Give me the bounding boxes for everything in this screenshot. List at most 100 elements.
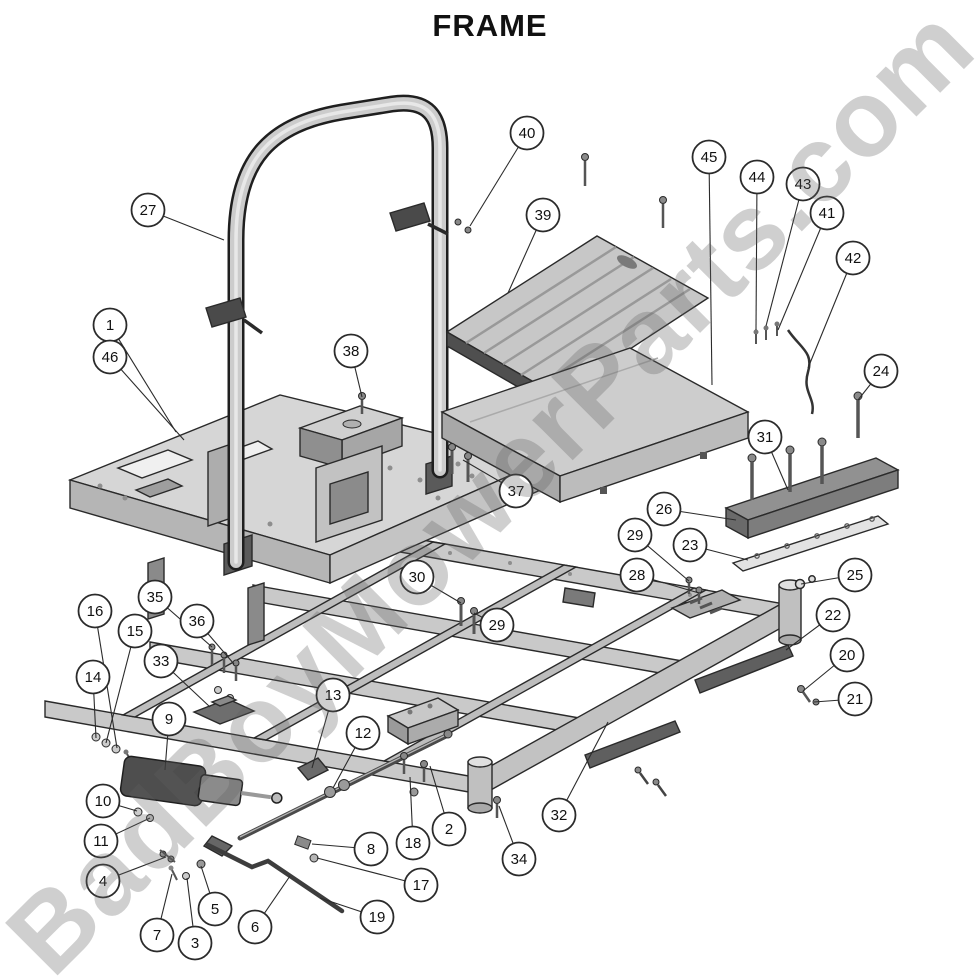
skid-rail-right	[694, 644, 794, 694]
leader-line-43	[765, 183, 804, 327]
rear-bumper	[724, 457, 900, 540]
sub-frame-rails	[44, 527, 802, 814]
callout-29: 29	[617, 517, 653, 553]
svg-text:11: 11	[93, 833, 109, 850]
callout-38: 38	[333, 333, 369, 369]
battery-panel	[315, 445, 383, 543]
callout-3: 3	[177, 925, 213, 961]
leader-line-44	[755, 176, 758, 331]
leader-line-32	[558, 721, 609, 816]
deck-bolts-37	[448, 443, 472, 482]
main-frame-deck	[67, 394, 548, 646]
leader-line-41	[777, 212, 828, 331]
callout-2: 2	[431, 811, 467, 847]
clamp-bolts	[454, 218, 472, 234]
callout-19: 19	[359, 899, 395, 935]
leader-line-17	[316, 857, 422, 886]
leader-line-42	[807, 257, 854, 369]
svg-text:40: 40	[519, 125, 536, 142]
linkage	[202, 729, 453, 914]
washer-stack-14-15-16	[91, 732, 133, 763]
svg-text:14: 14	[85, 669, 102, 686]
callout-45: 45	[691, 139, 727, 175]
frame-bolts	[457, 597, 478, 634]
callout-18: 18	[395, 825, 431, 861]
tube-clamp-left	[205, 297, 247, 328]
svg-text:31: 31	[757, 429, 774, 446]
svg-text:22: 22	[825, 607, 842, 624]
svg-text:33: 33	[153, 653, 170, 670]
rear-post	[778, 579, 802, 646]
actuator-washers	[133, 807, 154, 822]
floor-pan-lower	[440, 347, 750, 504]
leader-lines	[92, 132, 882, 944]
svg-text:18: 18	[405, 835, 422, 852]
svg-text:28: 28	[629, 567, 646, 584]
svg-text:35: 35	[147, 589, 164, 606]
skid-bolts	[634, 766, 668, 797]
leader-line-1	[109, 324, 177, 433]
leader-line-45	[708, 156, 713, 386]
svg-text:1: 1	[106, 317, 114, 334]
svg-text:23: 23	[682, 537, 699, 554]
svg-text:4: 4	[99, 873, 107, 890]
front-post	[467, 756, 493, 814]
callout-35: 35	[137, 579, 173, 615]
latch-bracket	[562, 587, 596, 608]
leader-line-46	[109, 356, 185, 441]
callout-1: 1	[92, 307, 128, 343]
svg-text:5: 5	[211, 901, 219, 918]
bumper-bolts	[747, 391, 863, 500]
callout-41: 41	[809, 195, 845, 231]
svg-text:46: 46	[102, 349, 119, 366]
callout-31: 31	[747, 419, 783, 455]
callout-37: 37	[498, 473, 534, 509]
callout-25: 25	[837, 557, 873, 593]
callout-6: 6	[237, 909, 273, 945]
svg-text:17: 17	[413, 877, 430, 894]
leader-line-40	[469, 132, 528, 227]
bracket-33	[192, 695, 256, 725]
callout-10: 10	[85, 783, 121, 819]
callout-34: 34	[501, 841, 537, 877]
svg-text:9: 9	[165, 711, 173, 728]
rod-bushing	[324, 786, 336, 798]
callout-8: 8	[353, 831, 389, 867]
tube-clamp-right	[389, 202, 431, 232]
callout-22: 22	[815, 597, 851, 633]
pan-logo	[617, 255, 637, 269]
svg-text:3: 3	[191, 935, 199, 952]
svg-text:13: 13	[325, 687, 342, 704]
mount-screws	[581, 153, 667, 228]
svg-text:41: 41	[819, 205, 836, 222]
svg-text:6: 6	[251, 919, 259, 936]
callout-16: 16	[77, 593, 113, 629]
clip-8	[294, 835, 312, 850]
callout-44: 44	[739, 159, 775, 195]
bent-rod-19	[205, 842, 345, 914]
callout-27: 27	[130, 192, 166, 228]
vent-plate	[670, 589, 742, 619]
svg-text:8: 8	[367, 841, 375, 858]
callout-9: 9	[151, 701, 187, 737]
bushing-17	[309, 853, 319, 863]
svg-text:30: 30	[409, 569, 426, 586]
svg-text:36: 36	[189, 613, 206, 630]
svg-text:44: 44	[749, 169, 766, 186]
page-title: FRAME	[432, 8, 548, 43]
svg-text:12: 12	[355, 725, 372, 742]
svg-text:24: 24	[873, 363, 890, 380]
callout-39: 39	[525, 197, 561, 233]
callout-43: 43	[785, 166, 821, 202]
callout-36: 36	[179, 603, 215, 639]
skid-rail-left	[584, 720, 681, 769]
callout-42: 42	[835, 240, 871, 276]
svg-text:16: 16	[87, 603, 104, 620]
callout-5: 5	[197, 891, 233, 927]
svg-text:21: 21	[847, 691, 864, 708]
callout-7: 7	[139, 917, 175, 953]
callout-14: 14	[75, 659, 111, 695]
svg-text:26: 26	[656, 501, 673, 518]
